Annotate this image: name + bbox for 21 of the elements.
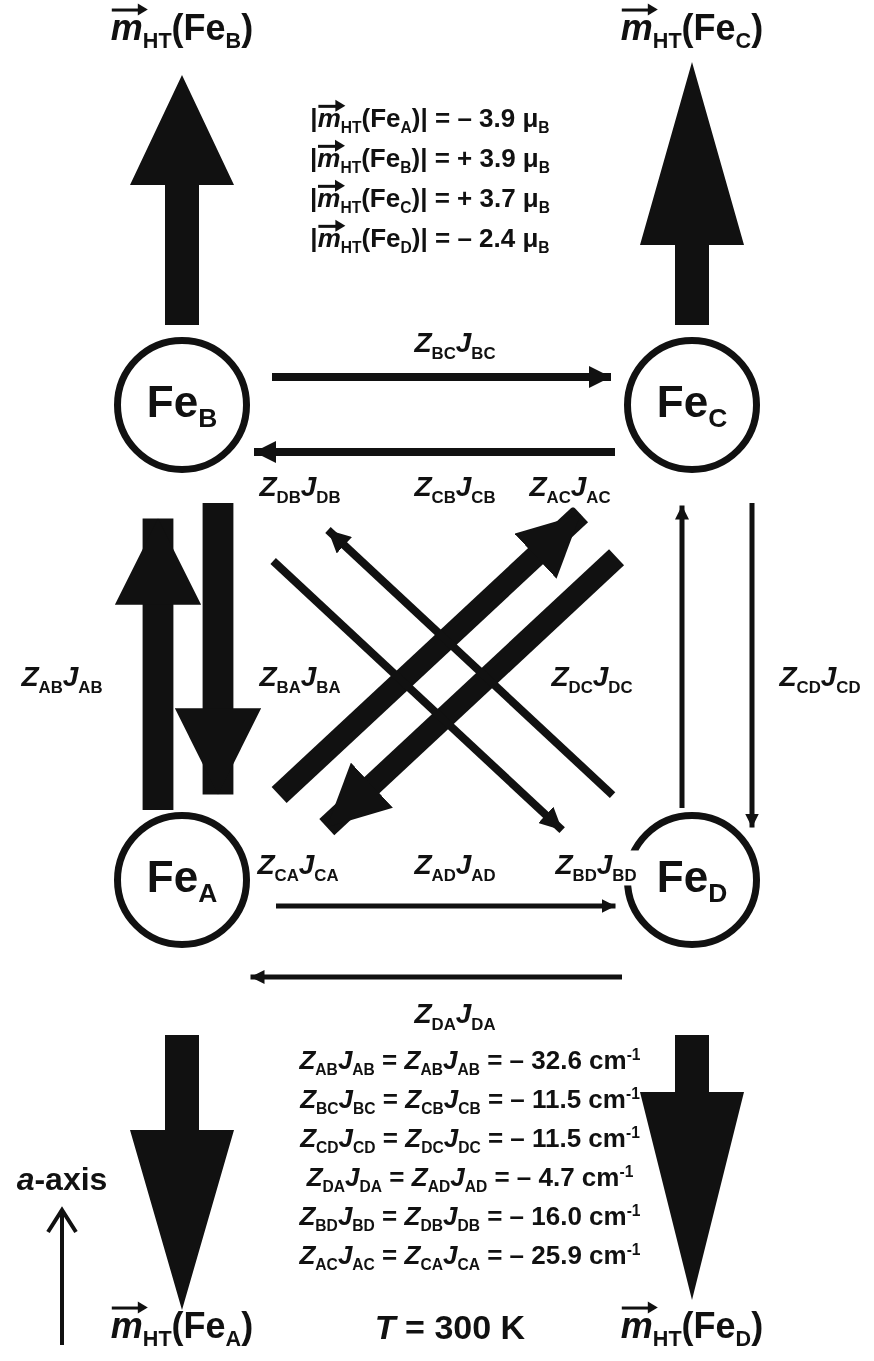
- formula-text: Z$_{AB}$J$_{AB}$ = Z$_{AB}$J$_{AB}$ = – 32.6 cm$^{-1}$: [299, 1045, 641, 1079]
- arrow: [270, 558, 565, 834]
- arrow: [276, 899, 616, 913]
- edge-label: Z$_{BD}$J$_{BD}$: [553, 850, 639, 886]
- arrow: [325, 527, 616, 798]
- formula-text: Z$_{BC}$J$_{BC}$ = Z$_{CB}$J$_{CB}$ = – 11.5 cm$^{-1}$: [300, 1084, 640, 1118]
- site-circle: Fe$_{B}$: [114, 337, 250, 473]
- arrow: [319, 549, 625, 836]
- formula-text: a-axis: [16, 1162, 108, 1198]
- formula-text: Z$_{AC}$J$_{AC}$ = Z$_{CA}$J$_{CA}$ = – 25.9 cm$^{-1}$: [299, 1240, 641, 1274]
- formula-text: T = 300 K: [374, 1309, 526, 1347]
- formula-text: Z$_{BD}$J$_{BD}$ = Z$_{DB}$J$_{DB}$ = – 16.0 cm$^{-1}$: [299, 1201, 641, 1235]
- arrow: [114, 518, 202, 810]
- arrow: [250, 970, 622, 984]
- arrow: [745, 503, 759, 828]
- formula-text: Z$_{CD}$J$_{CD}$ = Z$_{DC}$J$_{DC}$ = – 11.5 cm$^{-1}$: [300, 1123, 640, 1157]
- site-circle: Fe$_{A}$: [114, 812, 250, 948]
- arrow: [271, 506, 589, 804]
- arrow: [675, 505, 689, 808]
- site-circle: Fe$_{C}$: [624, 337, 760, 473]
- formula-text: Z$_{DA}$J$_{DA}$ = Z$_{AD}$J$_{AD}$ = – 4.7 cm$^{-1}$: [306, 1162, 634, 1196]
